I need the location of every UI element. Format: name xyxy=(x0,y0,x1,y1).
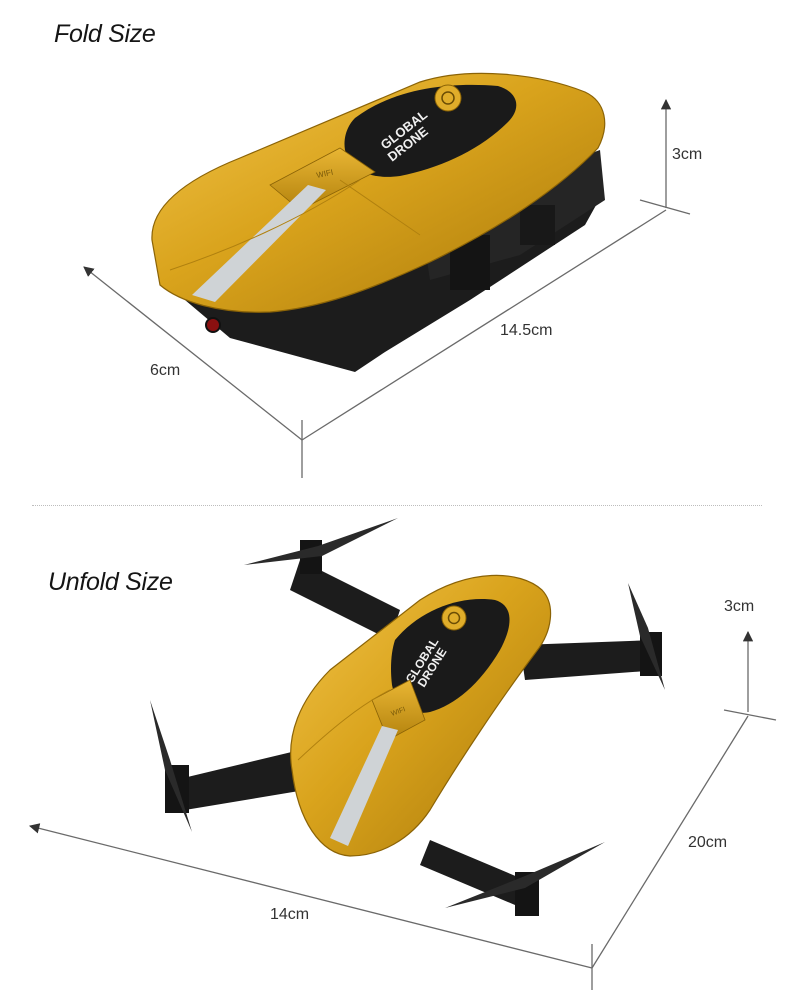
unfold-length-label: 14cm xyxy=(270,906,310,923)
fold-size-title: Fold Size xyxy=(54,20,156,48)
unfold-wifi-label: WIFI xyxy=(390,706,406,718)
unfold-height-label: 3cm xyxy=(724,598,755,615)
fold-length-label: 14.5cm xyxy=(500,322,553,339)
unfold-depth-label: 20cm xyxy=(688,834,728,851)
folded-drone: GLOBAL DRONE WIFI xyxy=(151,72,606,372)
fold-wifi-label: WIFI xyxy=(316,168,334,180)
fold-width-label: 6cm xyxy=(150,362,181,379)
fold-dimension-lines xyxy=(83,98,691,478)
unfold-size-title: Unfold Size xyxy=(48,568,173,596)
unfolded-drone: GLOBAL DRONE WIFI xyxy=(150,518,665,916)
fold-height-label: 3cm xyxy=(672,146,703,163)
unfold-dimension-lines xyxy=(28,630,777,990)
section-divider xyxy=(32,505,762,506)
